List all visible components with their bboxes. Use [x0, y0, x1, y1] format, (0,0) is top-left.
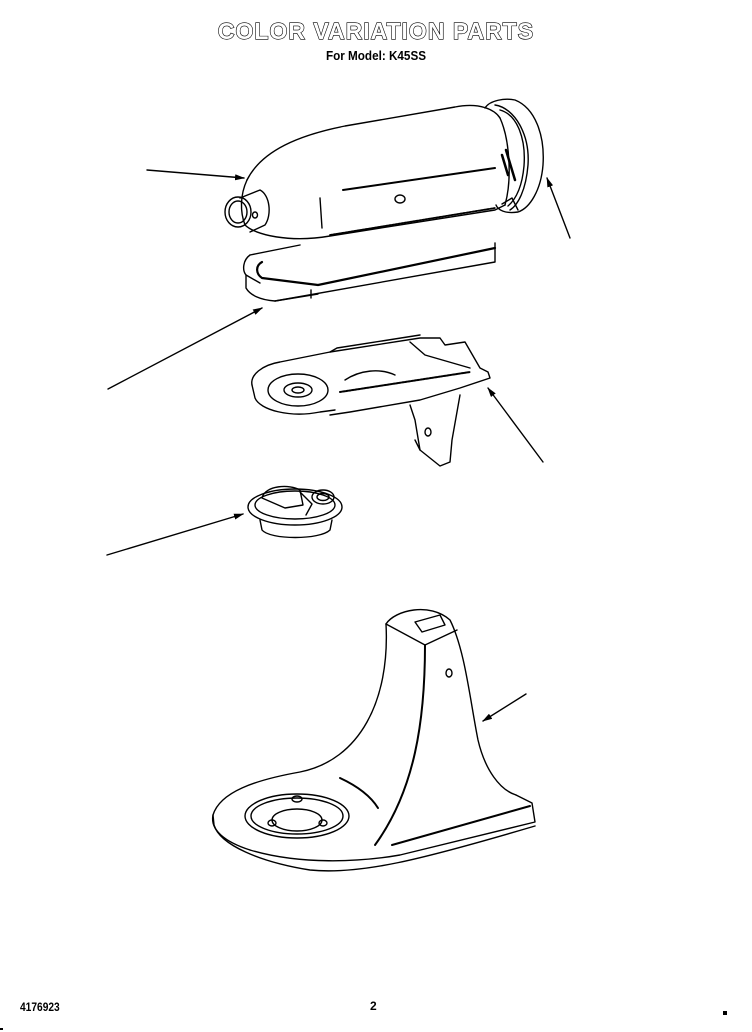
callout-arrow-pedestal-base: [482, 694, 526, 721]
model-subtitle: For Model: K45SS: [325, 48, 427, 63]
rear-cover: [485, 99, 543, 212]
callout-arrow-motor-housing: [147, 170, 245, 181]
scan-mark: [0, 1028, 3, 1030]
motor-housing: [225, 105, 509, 238]
callout-arrow-planetary-cap: [107, 514, 244, 555]
callout-arrow-gear-housing: [488, 387, 543, 462]
callout-arrow-trim-band: [108, 308, 263, 389]
trim-band: [244, 243, 495, 301]
page-title: COLOR VARIATION PARTS: [217, 17, 535, 44]
pedestal-base: [213, 610, 535, 871]
page-number: 2: [370, 999, 377, 1013]
registration-mark: [723, 1011, 727, 1015]
document-number: 4176923: [20, 1000, 60, 1014]
callout-arrow-rear-cover: [547, 177, 570, 238]
planetary-cap: [248, 486, 342, 537]
gear-housing-frame: [252, 335, 490, 466]
